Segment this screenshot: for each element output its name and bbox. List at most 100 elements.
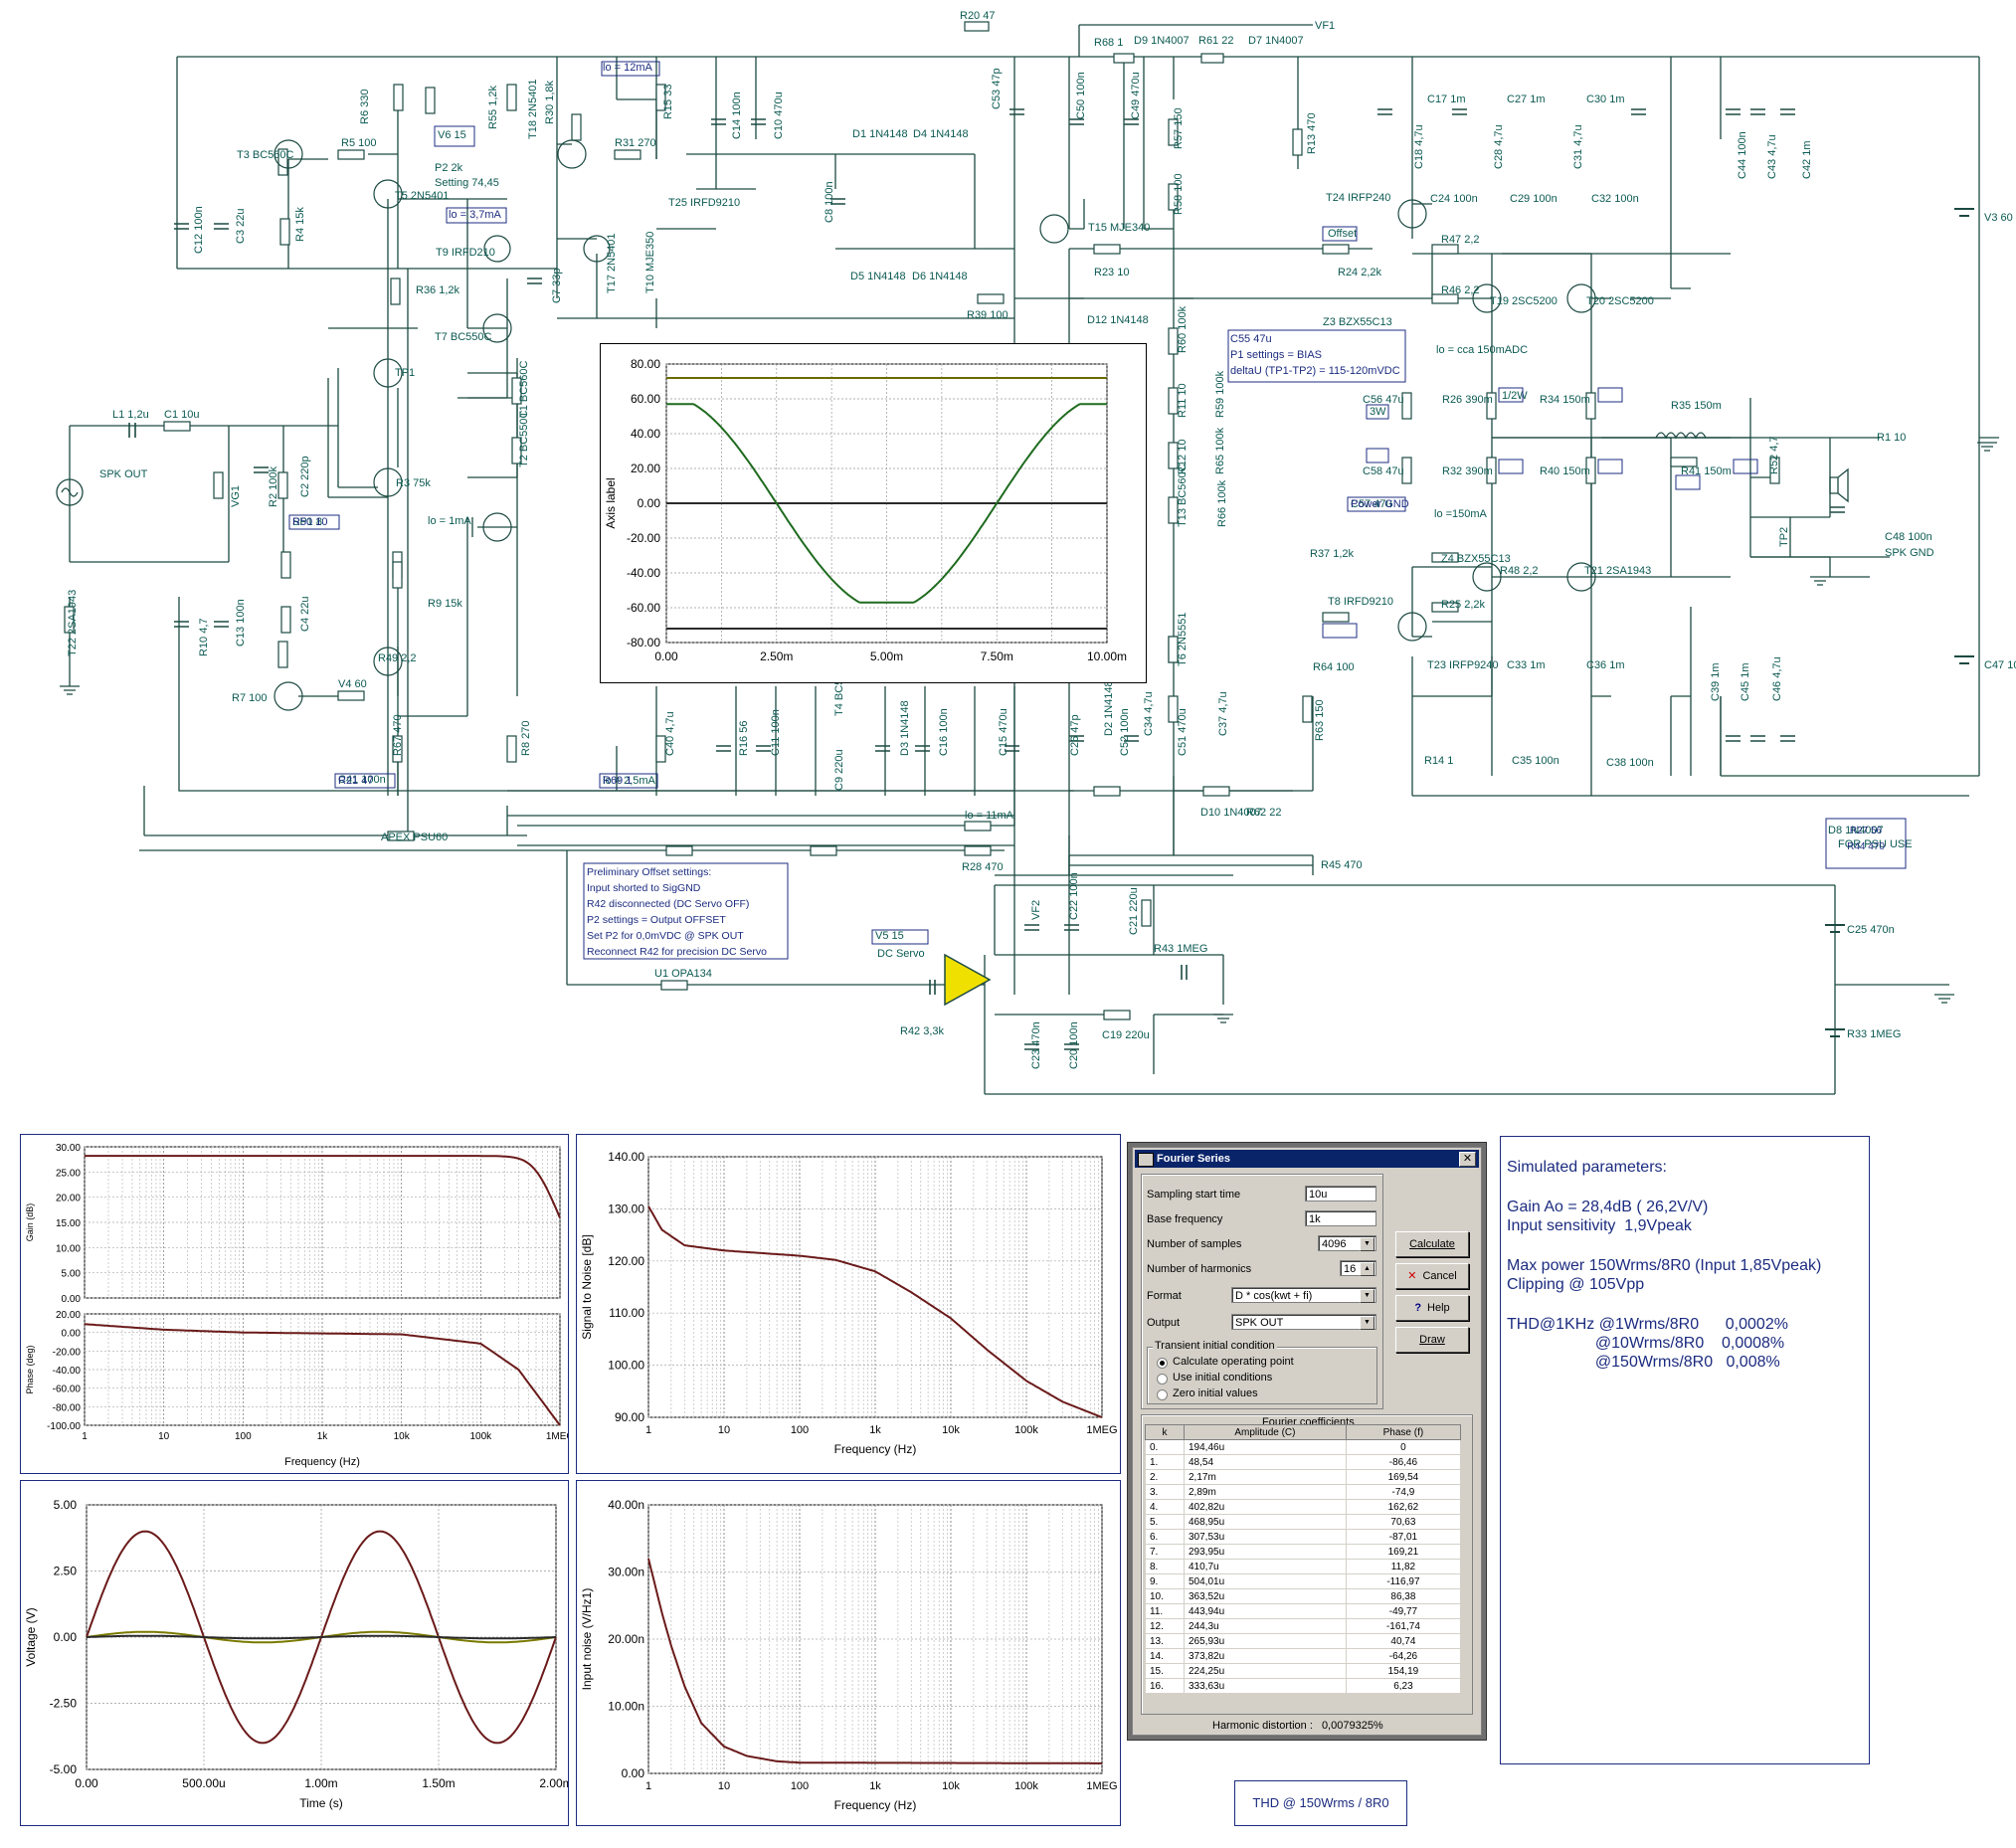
component-label: R23 10 bbox=[1094, 267, 1129, 278]
output-select[interactable]: SPK OUT▼ bbox=[1231, 1314, 1376, 1330]
cell-k: 1. bbox=[1145, 1454, 1185, 1470]
tick-label: 100k bbox=[1014, 1780, 1038, 1792]
tick-label: 80.00 bbox=[631, 357, 660, 371]
component-label: R20 47 bbox=[960, 10, 995, 22]
component-label: C44 100n bbox=[1737, 131, 1748, 179]
num-samples-select[interactable]: 4096▼ bbox=[1318, 1235, 1376, 1251]
component-label: T18 2N5401 bbox=[527, 79, 539, 139]
tick-label: 0.00 bbox=[75, 1776, 98, 1790]
tick-label: 15.00 bbox=[56, 1218, 81, 1229]
format-select[interactable]: D * cos(kwt + fi) ▼ bbox=[1231, 1287, 1376, 1303]
cell-amplitude: 2,89m bbox=[1184, 1484, 1347, 1500]
component-label: P2 2k bbox=[435, 162, 463, 174]
col-amplitude[interactable]: Amplitude (C) bbox=[1184, 1424, 1347, 1440]
speaker-sp1 bbox=[1829, 467, 1849, 503]
axis-title: Time (s) bbox=[299, 1796, 343, 1810]
format-value: D * cos(kwt + fi) bbox=[1235, 1290, 1313, 1302]
chevron-down-icon[interactable]: ▼ bbox=[1360, 1316, 1375, 1330]
simulated-params-box: Simulated parameters: Gain Ao = 28,4dB (… bbox=[1500, 1136, 1870, 1764]
cell-k: 8. bbox=[1145, 1559, 1185, 1574]
cell-k: 9. bbox=[1145, 1573, 1185, 1589]
sampling-start-input[interactable]: 10u bbox=[1305, 1186, 1376, 1201]
component-label: R42 3,3k bbox=[900, 1025, 945, 1037]
series-line bbox=[666, 403, 1107, 604]
tick-label: 100 bbox=[791, 1424, 809, 1436]
tick-label: 100k bbox=[469, 1431, 492, 1442]
draw-button[interactable]: Draw bbox=[1395, 1327, 1469, 1353]
spinner-icon[interactable]: ▲ bbox=[1360, 1262, 1375, 1276]
component-label: T20 2SC5200 bbox=[1586, 295, 1654, 307]
component-label: C34 4,7u bbox=[1143, 691, 1155, 736]
tick-label: 10k bbox=[394, 1431, 411, 1442]
component-label: C38 100n bbox=[1606, 757, 1654, 769]
app-icon bbox=[1138, 1153, 1154, 1167]
num-harmonics-spinner[interactable]: 16▲ bbox=[1340, 1260, 1376, 1276]
table-row[interactable]: 1.48,54-86,46 bbox=[1145, 1454, 1462, 1470]
col-k[interactable]: k bbox=[1145, 1424, 1185, 1440]
fourier-dialog: Fourier Series ✕ Sampling start time 10u… bbox=[1132, 1147, 1482, 1736]
component-label: R45 470 bbox=[1321, 859, 1363, 871]
chevron-down-icon[interactable]: ▼ bbox=[1360, 1237, 1375, 1251]
cell-phase: 70,63 bbox=[1345, 1514, 1462, 1530]
tick-label: 2.50m bbox=[760, 649, 793, 663]
cancel-button[interactable]: ✕Cancel bbox=[1395, 1263, 1469, 1289]
component-label: C56 47u bbox=[1363, 394, 1404, 406]
component-label: C50 100n bbox=[1075, 72, 1087, 119]
opamp-u1 bbox=[944, 953, 992, 1007]
component-label: C45 1m bbox=[1740, 662, 1751, 701]
tick-label: 10 bbox=[718, 1424, 730, 1436]
component-label: T9 IRFD210 bbox=[436, 247, 495, 259]
component-label: C30 1m bbox=[1586, 93, 1625, 105]
cell-k: 11. bbox=[1145, 1603, 1185, 1619]
cell-amplitude: 402,82u bbox=[1184, 1499, 1347, 1515]
chevron-down-icon[interactable]: ▼ bbox=[1360, 1289, 1375, 1303]
component-label: C32 100n bbox=[1591, 193, 1639, 205]
table-row[interactable]: 9.504,01u-116,97 bbox=[1145, 1573, 1462, 1589]
component-label: R35 150m bbox=[1671, 400, 1722, 412]
fourier-title-bar[interactable]: Fourier Series ✕ bbox=[1135, 1150, 1479, 1168]
tick-label: 10.00 bbox=[56, 1243, 81, 1254]
tick-label: 2.00m bbox=[539, 1776, 568, 1790]
component-label: D1 1N4148 bbox=[852, 128, 908, 140]
schematic-transistors bbox=[274, 139, 1596, 711]
table-row[interactable]: 3.2,89m-74,9 bbox=[1145, 1484, 1462, 1500]
component-label: R13 470 bbox=[1306, 112, 1318, 154]
component-label: SPK OUT bbox=[99, 468, 148, 480]
table-row[interactable]: 11.443,94u-49,77 bbox=[1145, 1603, 1462, 1619]
component-label: D10 1N4007 bbox=[1200, 807, 1262, 819]
component-label: D8 1N4007 bbox=[1828, 825, 1884, 836]
calculate-button[interactable]: Calculate bbox=[1395, 1231, 1469, 1257]
close-icon[interactable]: ✕ bbox=[1459, 1152, 1476, 1167]
params-line-max-power: Max power 150Wrms/8R0 (Input 1,85Vpeak) bbox=[1507, 1257, 1822, 1274]
tick-label: 5.00m bbox=[870, 649, 903, 663]
radio-use-initial[interactable] bbox=[1157, 1374, 1168, 1385]
radio-zero-initial[interactable] bbox=[1157, 1389, 1168, 1400]
tick-label: -20.00 bbox=[53, 1347, 82, 1358]
component-label: R58 100 bbox=[1173, 173, 1185, 215]
col-phase[interactable]: Phase (f) bbox=[1345, 1424, 1462, 1440]
help-button[interactable]: ?Help bbox=[1395, 1295, 1469, 1321]
component-label: C21 220u bbox=[1128, 887, 1140, 935]
base-frequency-input[interactable]: 1k bbox=[1305, 1210, 1376, 1226]
radio-calculate-op[interactable] bbox=[1157, 1358, 1168, 1369]
table-row[interactable]: 14.373,82u-64,26 bbox=[1145, 1648, 1462, 1664]
table-row[interactable]: 12.244,3u-161,74 bbox=[1145, 1618, 1462, 1634]
table-row[interactable]: 6.307,53u-87,01 bbox=[1145, 1529, 1462, 1545]
tick-label: 20.00 bbox=[56, 1194, 81, 1204]
cell-k: 16. bbox=[1145, 1678, 1185, 1694]
cell-amplitude: 504,01u bbox=[1184, 1573, 1347, 1589]
